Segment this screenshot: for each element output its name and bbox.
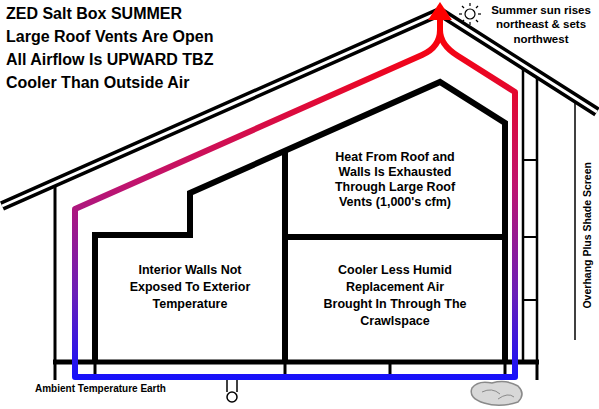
wall-tick — [523, 299, 537, 301]
post — [536, 362, 539, 380]
sun-note: Summer sun rises northeast & sets northw… — [487, 3, 595, 46]
intake-pipe — [236, 380, 238, 392]
sun-ray — [476, 6, 478, 8]
sun-ray — [469, 3, 470, 6]
sun-ray — [469, 22, 470, 25]
rock-texture — [482, 390, 514, 399]
exterior-wall — [522, 69, 525, 362]
rock — [471, 382, 522, 406]
exterior-wall — [54, 186, 57, 362]
shade-screen — [574, 100, 576, 340]
sun-ray — [476, 20, 478, 22]
interior-envelope — [95, 82, 505, 362]
sun-disc — [465, 9, 475, 19]
sun-note-wrap: Summer sun rises northeast & sets northw… — [487, 3, 595, 46]
post — [54, 362, 57, 380]
ground-note-wrap: Ambient Temperature Earth — [35, 383, 205, 395]
interior-floor — [285, 234, 505, 240]
intake-pipe — [226, 380, 228, 392]
air-intake-symbol — [227, 380, 237, 402]
wall-tick — [523, 236, 537, 238]
room-annotation-wrap: Heat From Roof and Walls Is Exhausted Th… — [320, 150, 470, 210]
room-annotation: Interior Walls Not Exposed To Exterior T… — [115, 262, 265, 313]
room-annotation: Cooler Less Humid Replacement Air Brough… — [320, 262, 470, 330]
floor — [53, 360, 539, 365]
sun-ray — [478, 13, 481, 14]
room-annotation-wrap: Interior Walls Not Exposed To Exterior T… — [115, 262, 265, 313]
ground-note: Ambient Temperature Earth — [35, 383, 205, 395]
room-annotation: Heat From Roof and Walls Is Exhausted Th… — [320, 150, 470, 210]
airflow-path — [300, 18, 515, 377]
interior-wall — [282, 151, 288, 362]
intake-loop — [227, 392, 237, 402]
sun-ray — [462, 6, 464, 8]
screen-note-wrap: Overhang Plus Shade Screen — [581, 150, 594, 320]
exterior-wall — [536, 78, 539, 362]
title-block: ZED Salt Box SUMMER Large Roof Vents Are… — [6, 2, 222, 94]
screen-note: Overhang Plus Shade Screen — [581, 150, 594, 320]
room-annotation-wrap: Cooler Less Humid Replacement Air Brough… — [320, 262, 470, 330]
airflow-arrowhead — [428, 2, 452, 20]
sun-ray — [459, 13, 462, 14]
wall-tick — [523, 159, 537, 161]
diagram-title: ZED Salt Box SUMMER Large Roof Vents Are… — [6, 2, 222, 94]
